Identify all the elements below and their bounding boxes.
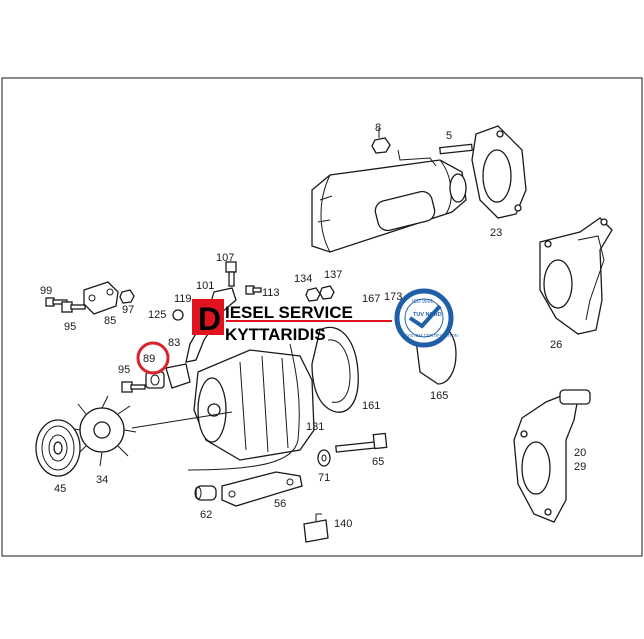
part-label: 85 <box>104 315 116 327</box>
logo-d-box <box>192 299 224 335</box>
part-label: 83 <box>168 337 180 349</box>
washer-125 <box>172 309 184 321</box>
part-label: 26 <box>550 339 562 351</box>
part-label: 167 <box>362 293 380 305</box>
plate-85 <box>83 281 119 315</box>
part-label: 165 <box>430 390 448 402</box>
part-label: 62 <box>200 509 212 521</box>
part-label: 131 <box>306 421 324 433</box>
part-label: 161 <box>362 400 380 412</box>
part-label: 95 <box>118 364 130 376</box>
logo-line2: KYTTARIDIS <box>225 325 326 344</box>
starter-motor <box>311 149 467 253</box>
part-label: 140 <box>334 518 352 530</box>
alternator <box>193 349 315 461</box>
bracket-23 <box>471 125 527 219</box>
pulley-45 <box>35 419 81 477</box>
badge-mid-text: TUV NORD <box>413 312 442 318</box>
bushing-89 <box>145 371 165 389</box>
brand-logo: D IESEL SERVICE KYTTARIDIS <box>192 299 392 344</box>
guard-161 <box>311 326 359 413</box>
part-label: 134 <box>294 273 312 285</box>
part-label: 137 <box>324 269 342 281</box>
part-label: 173 <box>384 291 402 303</box>
nut-8 <box>371 128 391 154</box>
badge-top-text: ISO 9001 <box>412 299 433 305</box>
part-label: 119 <box>174 293 192 305</box>
part-label: 29 <box>574 461 586 473</box>
stud-5 <box>439 143 473 155</box>
part-label: 99 <box>40 285 52 297</box>
part-label: 101 <box>196 280 214 292</box>
badge-bottom-text: SYSTEM CERTIFICATION <box>404 333 458 338</box>
bolt-65 <box>335 432 388 453</box>
bolt-95a <box>61 301 86 313</box>
highlight-label: 89 <box>143 353 155 365</box>
sleeve-62 <box>194 485 217 501</box>
part-label: 71 <box>318 472 330 484</box>
part-label: 23 <box>490 227 502 239</box>
bolt-95b <box>121 381 146 393</box>
part-label: 20 <box>574 447 586 459</box>
part-label: 65 <box>372 456 384 468</box>
cable-131 <box>187 343 300 471</box>
fan-34 <box>67 395 137 467</box>
part-label: 34 <box>96 474 108 486</box>
brush-holder-83 <box>165 363 191 389</box>
logo-letter: D <box>198 301 221 337</box>
part-label: 56 <box>274 498 286 510</box>
highlight-89: 89 <box>136 341 170 375</box>
part-label: 125 <box>148 309 166 321</box>
part-label: 95 <box>64 321 76 333</box>
bracket-56 <box>221 471 303 507</box>
part-label: 5 <box>446 130 452 142</box>
bolt-107 <box>225 261 237 287</box>
diagram-frame <box>1 77 643 557</box>
bracket-26 <box>539 217 613 335</box>
part-label: 8 <box>375 122 381 134</box>
nut-137 <box>319 285 335 300</box>
part-label: 107 <box>216 252 234 264</box>
nut-134 <box>305 287 321 302</box>
certification-badge: ISO 9001 TUV NORD SYSTEM CERTIFICATION <box>394 288 458 348</box>
bracket-20-29 <box>513 389 591 523</box>
washer-71 <box>317 449 331 467</box>
bolt-113 <box>245 285 262 295</box>
nut-97 <box>119 289 135 304</box>
part-labels: 8 5 23 26 107 101 113 134 137 99 85 97 9… <box>40 122 586 530</box>
part-label: 45 <box>54 483 66 495</box>
logo-line1: IESEL SERVICE <box>225 303 353 322</box>
part-label: 97 <box>122 304 134 316</box>
part-label: 113 <box>262 287 280 299</box>
clip-140 <box>303 513 329 543</box>
